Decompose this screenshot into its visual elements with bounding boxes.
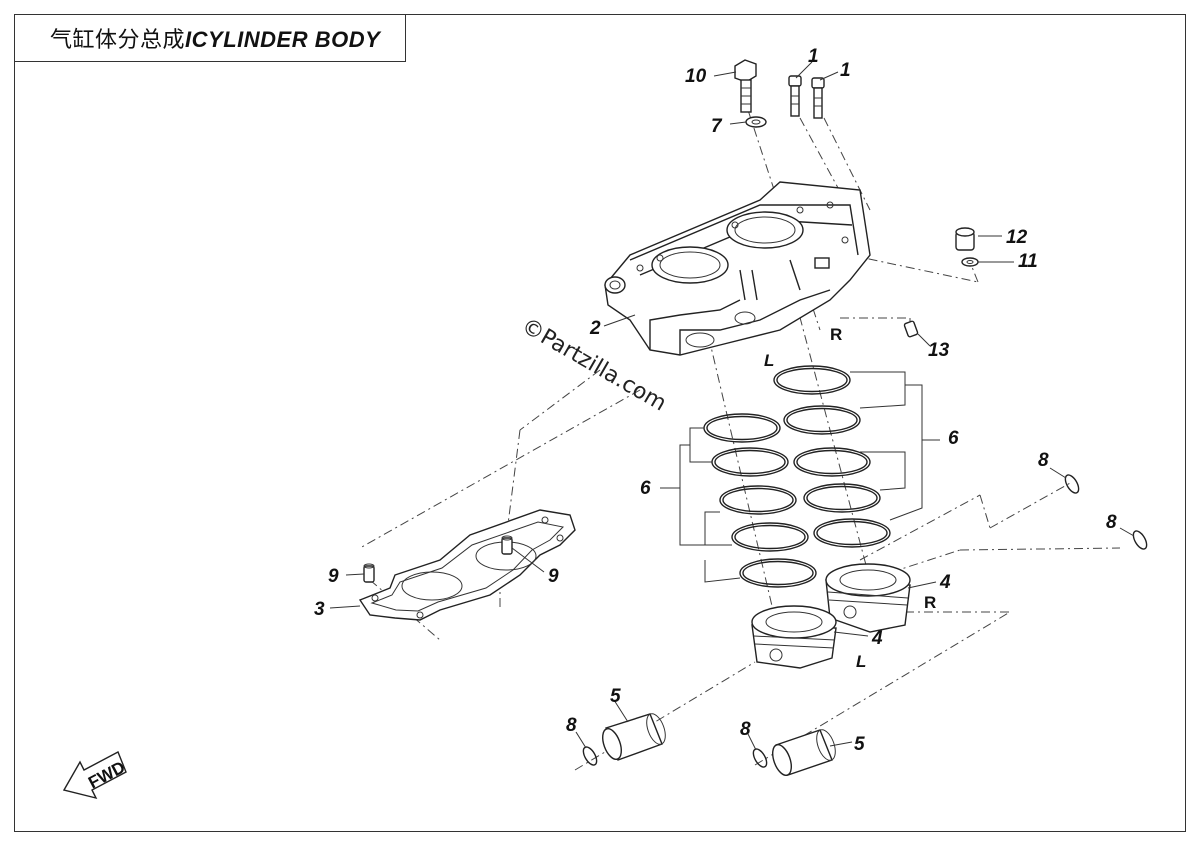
page-title: 气缸体分总成ICYLINDER BODY: [50, 22, 380, 54]
piston-rings-right: [773, 365, 891, 548]
callout-10: 10: [685, 66, 707, 87]
washer-7: [745, 116, 767, 128]
label-l-piston: L: [856, 652, 866, 671]
circlip-8-bottom-left: [582, 746, 598, 766]
callout-13: 13: [928, 340, 950, 361]
callout-9a: 9: [328, 566, 339, 587]
cylinder-gasket-3: [358, 509, 576, 621]
dowel-9-left: [363, 563, 375, 583]
callout-1a: 1: [808, 46, 819, 67]
callout-4b: 4: [871, 628, 883, 649]
title-english: CYLINDER BODY: [191, 26, 381, 52]
callout-labels: 10 1 1 7 12 11 2 13 6 6 8 8 9 9 3 4 4 5 …: [314, 46, 1117, 755]
label-r-cylinder: R: [830, 325, 842, 344]
callout-11: 11: [1018, 251, 1038, 272]
callout-5b: 5: [854, 734, 865, 755]
callout-6a: 6: [640, 478, 651, 499]
callout-8c: 8: [566, 715, 577, 736]
callout-12: 12: [1006, 227, 1028, 248]
piston-rings-left: [703, 413, 817, 588]
bolt-1-right: [811, 77, 825, 119]
piston-pin-5-left: [602, 713, 666, 761]
bolt-1-left: [788, 75, 802, 117]
label-l-cylinder: L: [764, 351, 774, 370]
dowel-13: [903, 320, 919, 338]
washer-11: [961, 257, 979, 267]
callout-8b: 8: [1106, 512, 1117, 533]
callout-1b: 1: [840, 60, 851, 81]
callout-5a: 5: [610, 686, 621, 707]
callout-8d: 8: [740, 719, 751, 740]
cylinder-block-2: [604, 181, 871, 356]
leader-lines: [329, 61, 1135, 751]
plug-12: [955, 227, 975, 251]
callout-4a: 4: [939, 572, 951, 593]
dowel-9-right: [501, 535, 513, 555]
piston-4-right: [825, 563, 911, 633]
title-separator: I: [185, 26, 192, 52]
callout-3: 3: [314, 599, 325, 620]
callout-9b: 9: [548, 566, 559, 587]
fwd-arrow-icon: FWD: [62, 751, 128, 800]
piston-4-left: [751, 605, 837, 669]
callout-8a: 8: [1038, 450, 1049, 471]
circlip-8-bottom-right: [752, 748, 768, 768]
piston-pin-5-right: [772, 729, 836, 776]
flange-bolt-10: [734, 59, 757, 113]
callout-7: 7: [711, 116, 723, 137]
assembly-lines: [359, 109, 1121, 771]
side-labels: L R R L: [764, 325, 936, 671]
label-r-piston: R: [924, 593, 936, 612]
ring-brackets: [660, 371, 940, 583]
diagram-frame: [14, 14, 1186, 832]
title-box: 气缸体分总成ICYLINDER BODY: [14, 14, 406, 62]
callout-2: 2: [589, 318, 601, 339]
circlip-8-top-right: [1064, 474, 1080, 494]
callout-6b: 6: [948, 428, 959, 449]
title-chinese: 气缸体分总成: [50, 27, 186, 53]
circlip-8-right: [1132, 530, 1148, 550]
